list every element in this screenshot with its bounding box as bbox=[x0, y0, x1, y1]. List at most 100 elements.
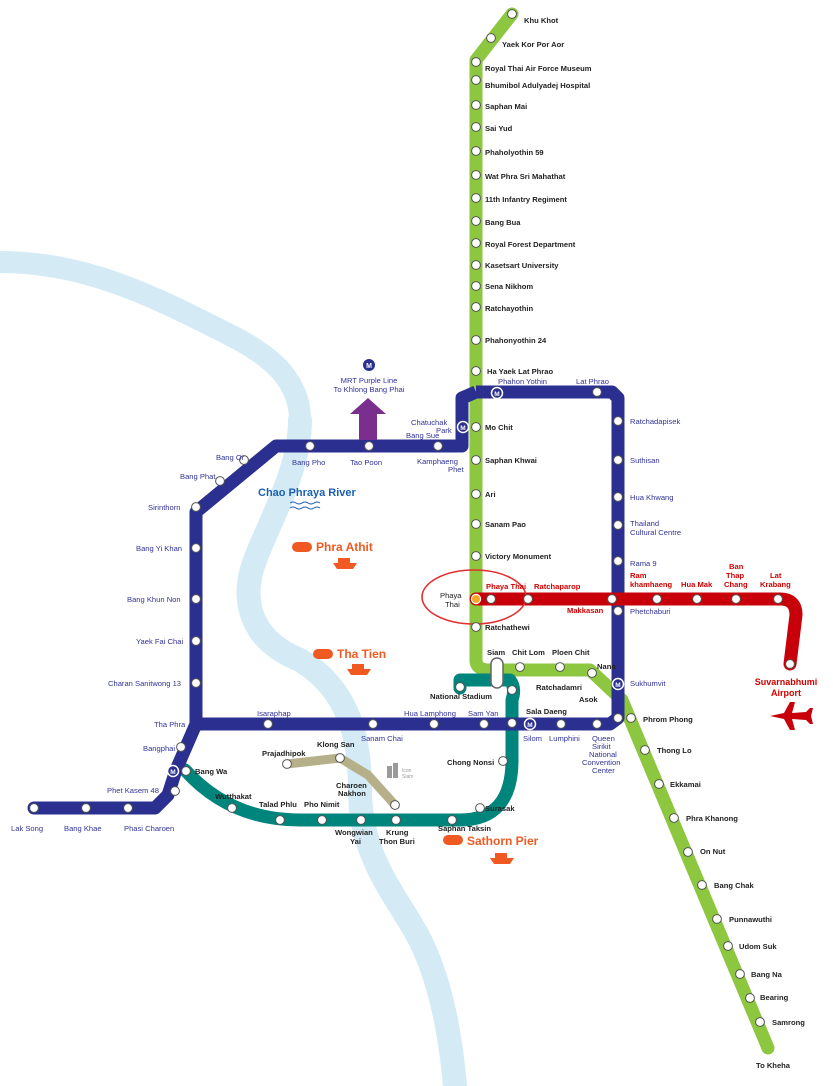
station-dot bbox=[507, 9, 517, 19]
station-label-phaya-thai-red: Phaya Thai bbox=[486, 582, 526, 591]
station-label-thailand: Thailand bbox=[630, 519, 659, 528]
station-label-rama-9: Rama 9 bbox=[630, 559, 657, 568]
station-dot bbox=[471, 335, 481, 345]
station-label-suthisan: Suthisan bbox=[630, 456, 660, 465]
station-label-saphan-khwai: Saphan Khwai bbox=[485, 456, 537, 465]
station-label-surasak: Surasak bbox=[485, 804, 515, 813]
station-dot bbox=[692, 594, 702, 604]
station-label-sena-nikhom: Sena Nikhom bbox=[485, 282, 533, 291]
station-label-sanam-chai: Sanam Chai bbox=[361, 734, 403, 743]
station-label-charan-sanitwong-13: Charan Sanitwong 13 bbox=[108, 679, 181, 688]
station-dot bbox=[475, 803, 485, 813]
station-dot bbox=[368, 719, 378, 729]
interchange-markers: M M M M M bbox=[166, 386, 625, 778]
station-dot bbox=[498, 756, 508, 766]
mrt-logo-purple bbox=[363, 359, 375, 371]
mrt-badge-sukhumvit bbox=[611, 677, 625, 691]
station-label-park: Park bbox=[436, 426, 452, 435]
station-label-bang-na: Bang Na bbox=[751, 970, 783, 979]
station-label-phet: Phet bbox=[448, 465, 465, 474]
station-label-isaraphap: Isaraphap bbox=[257, 709, 291, 718]
station-dot bbox=[191, 678, 201, 688]
station-dot bbox=[239, 455, 249, 465]
mrt-badge-mo-chit bbox=[490, 386, 504, 400]
station-label-ratchaparop: Ratchaparop bbox=[534, 582, 581, 591]
station-label-bhumibol-hospital: Bhumibol Adulyadej Hospital bbox=[485, 81, 590, 90]
station-label-thap: Thap bbox=[726, 571, 745, 580]
boat-cabin bbox=[352, 664, 364, 669]
boat-hull bbox=[490, 858, 514, 864]
purple-up-arrow-icon bbox=[350, 398, 386, 440]
station-dot bbox=[471, 489, 481, 499]
station-label-charoen: Charoen bbox=[336, 781, 367, 790]
station-dot bbox=[683, 847, 693, 857]
station-dot bbox=[507, 718, 517, 728]
station-label-thon-buri: Thon Buri bbox=[379, 837, 415, 846]
station-dot bbox=[123, 803, 133, 813]
station-dot bbox=[447, 815, 457, 825]
pier-phra-athit: Phra Athit bbox=[292, 540, 373, 569]
station-label-phahon-yothin: Phahon Yothin bbox=[498, 377, 547, 386]
station-label-bangphai: Bangphai bbox=[143, 744, 175, 753]
station-dot bbox=[745, 993, 755, 1003]
station-dot bbox=[640, 745, 650, 755]
station-dot bbox=[471, 366, 481, 376]
iconsiam-tower-1 bbox=[387, 766, 392, 778]
station-label-royal-thai-air-force-museum: Royal Thai Air Force Museum bbox=[485, 64, 592, 73]
station-label-cultural-centre: Cultural Centre bbox=[630, 528, 681, 537]
station-label-bang-sue: Bang Sue bbox=[406, 431, 439, 440]
station-label-phaholyothin-59: Phaholyothin 59 bbox=[485, 148, 544, 157]
station-label-sirikit: Sirikit bbox=[592, 742, 611, 751]
station-label-bang-pho: Bang Pho bbox=[292, 458, 325, 467]
iconsiam-building-icon bbox=[387, 763, 398, 778]
station-label-bang-phat: Bang Phat bbox=[180, 472, 216, 481]
purple-line-note-1: MRT Purple Line bbox=[341, 376, 398, 385]
river-wave-2 bbox=[289, 506, 321, 510]
station-label-lumphini: Lumphini bbox=[549, 734, 580, 743]
river-wave-1 bbox=[289, 501, 321, 505]
pier-phra-athit-marker bbox=[292, 542, 312, 552]
station-labels: Khu Khot Yaek Kor Por Aor Royal Thai Air… bbox=[11, 16, 805, 1027]
station-label-sam-yan: Sam Yan bbox=[468, 709, 499, 718]
station-label-khamhaeng: khamhaeng bbox=[630, 580, 673, 589]
station-label-silom: Silom bbox=[523, 734, 542, 743]
station-label-prajadhipok: Prajadhipok bbox=[262, 749, 306, 758]
airplane-shape bbox=[770, 702, 813, 730]
station-dot bbox=[471, 551, 481, 561]
station-label-national-stadium: National Stadium bbox=[430, 692, 492, 701]
station-dot bbox=[471, 193, 481, 203]
boat-icon bbox=[333, 558, 357, 569]
airport-label-2: Airport bbox=[771, 688, 801, 698]
station-label-wutthakat: Wutthakat bbox=[215, 792, 252, 801]
iconsiam-label-1: Icon bbox=[402, 768, 412, 774]
station-label-makkasan: Makkasan bbox=[567, 606, 604, 615]
station-dot bbox=[613, 455, 623, 465]
to-kheha-label: To Kheha bbox=[756, 1061, 791, 1070]
station-label-lat-phrao: Lat Phrao bbox=[576, 377, 609, 386]
station-label-ratchathewi: Ratchathewi bbox=[485, 623, 530, 632]
station-dots bbox=[29, 9, 795, 1027]
station-label-phaya: Phaya bbox=[440, 591, 462, 600]
station-dot bbox=[471, 281, 481, 291]
station-label-sirinthorn: Sirinthorn bbox=[148, 503, 181, 512]
station-label-hua-khwang: Hua Khwang bbox=[630, 493, 673, 502]
purple-line-note-2: To Khlong Bang Phai bbox=[334, 385, 405, 394]
station-label-phet-kasem-48: Phet Kasem 48 bbox=[107, 786, 159, 795]
river-upper-branch bbox=[0, 251, 311, 431]
station-dot bbox=[81, 803, 91, 813]
station-label-punnawuthi: Punnawuthi bbox=[729, 915, 772, 924]
iconsiam-label-2: Siam bbox=[402, 774, 413, 780]
station-label-hua-mak: Hua Mak bbox=[681, 580, 713, 589]
station-dot bbox=[305, 441, 315, 451]
station-dot bbox=[652, 594, 662, 604]
station-label-ratchadapisek: Ratchadapisek bbox=[630, 417, 680, 426]
station-dot bbox=[29, 803, 39, 813]
station-label-thai: Thai bbox=[445, 600, 460, 609]
station-dot bbox=[191, 543, 201, 553]
station-dot bbox=[282, 759, 292, 769]
station-label-ratchayothin: Ratchayothin bbox=[485, 304, 533, 313]
station-label-phrom-phong: Phrom Phong bbox=[643, 715, 693, 724]
station-label-udom-suk: Udom Suk bbox=[739, 942, 777, 951]
station-dot bbox=[227, 803, 237, 813]
